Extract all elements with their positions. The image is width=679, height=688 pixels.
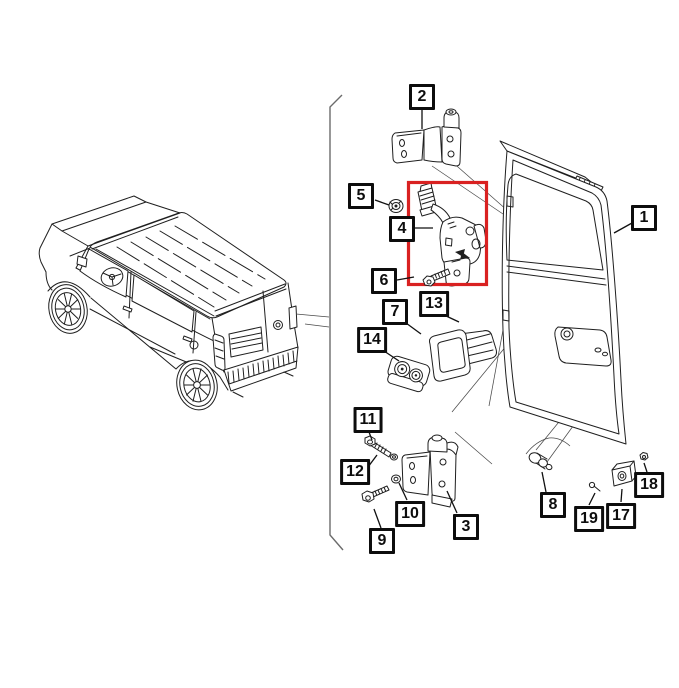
callout-18[interactable]: 18	[634, 472, 664, 498]
part-19-screw[interactable]	[588, 481, 601, 492]
part-1-door-panel[interactable]	[499, 140, 627, 445]
callout-17[interactable]: 17	[606, 503, 636, 529]
part-4-latch-assembly[interactable]	[417, 182, 487, 287]
callout-8[interactable]: 8	[540, 492, 566, 518]
callout-13[interactable]: 13	[419, 291, 449, 317]
callout-1[interactable]: 1	[631, 205, 657, 231]
part-2-upper-hinge[interactable]	[391, 108, 462, 167]
callout-11-label: 11	[359, 411, 377, 428]
part-14-exterior-handle[interactable]	[385, 355, 431, 393]
callout-18-label: 18	[640, 476, 658, 493]
callout-14-label: 14	[363, 331, 381, 348]
callout-5[interactable]: 5	[348, 183, 374, 209]
callout-1-label: 1	[639, 209, 649, 226]
brand-badge	[273, 320, 283, 330]
callout-10-label: 10	[401, 505, 419, 522]
callout-8-label: 8	[548, 496, 558, 513]
callout-4[interactable]: 4	[389, 216, 415, 242]
part-8-bumper[interactable]	[527, 451, 553, 471]
part-17-striker[interactable]	[611, 460, 637, 487]
part-11-bolt[interactable]	[364, 435, 392, 458]
part-18-nut[interactable]	[639, 452, 649, 461]
callout-17-label: 17	[612, 507, 630, 524]
part-5-grommet[interactable]	[388, 199, 404, 213]
part-6-bolt[interactable]	[422, 268, 451, 287]
callout-10[interactable]: 10	[395, 501, 425, 527]
callout-9-label: 9	[377, 532, 387, 549]
callout-14[interactable]: 14	[357, 327, 387, 353]
van-illustration	[38, 195, 330, 411]
front-wheel	[48, 284, 88, 334]
callout-12[interactable]: 12	[340, 459, 370, 485]
callout-4-label: 4	[397, 220, 407, 237]
callout-7[interactable]: 7	[382, 299, 408, 325]
callout-9[interactable]: 9	[369, 528, 395, 554]
callout-6-label: 6	[379, 272, 389, 289]
part-10-washer[interactable]	[391, 474, 401, 484]
roof-ribs	[116, 225, 266, 308]
callout-5-label: 5	[356, 187, 366, 204]
van-rear-doors	[211, 282, 299, 398]
callout-6[interactable]: 6	[371, 268, 397, 294]
callout-13-label: 13	[425, 295, 443, 312]
callout-2-label: 2	[417, 88, 427, 105]
callout-11[interactable]: 11	[353, 407, 383, 433]
side-mirror	[76, 255, 88, 268]
part-12-washer[interactable]	[390, 453, 398, 461]
callout-19[interactable]: 19	[574, 506, 604, 532]
callout-12-label: 12	[346, 463, 364, 480]
callout-2[interactable]: 2	[409, 84, 435, 110]
callout-3-label: 3	[461, 518, 471, 535]
steering-wheel	[100, 267, 124, 287]
section-frame-line	[329, 94, 344, 551]
part-3-lower-hinge[interactable]	[401, 434, 459, 508]
callout-7-label: 7	[390, 303, 400, 320]
part-7-handle-bezel[interactable]	[429, 329, 471, 382]
callout-19-label: 19	[580, 510, 598, 527]
callout-3[interactable]: 3	[453, 514, 479, 540]
part-9-bolt[interactable]	[361, 485, 390, 503]
rear-wheel	[176, 359, 218, 411]
